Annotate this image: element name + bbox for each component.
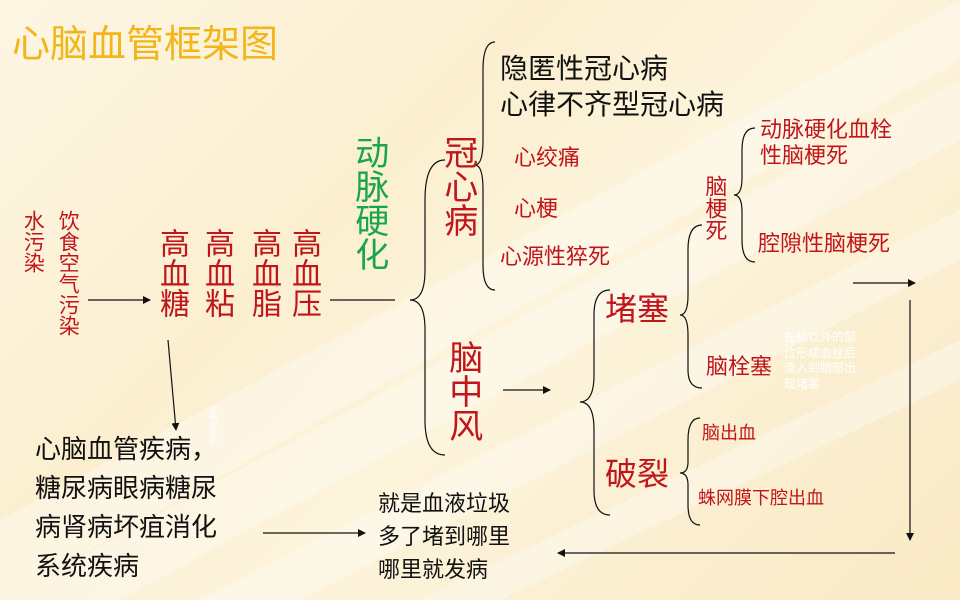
rupture-label: 破裂 (605, 455, 670, 493)
hidden-note: 血糖病眼病 (208, 405, 218, 445)
infarction-label: 脑梗死 (701, 175, 727, 241)
bracket-coronary (474, 41, 496, 291)
conclusion-line-2: 多了堵到哪里 (378, 525, 511, 550)
bracket-infarction (733, 127, 756, 263)
rupture-type-1: 脑出血 (702, 423, 756, 444)
coronary-type-2: 心律不齐型冠心病 (500, 88, 725, 121)
slide-title: 心脑血管框架图 (12, 22, 279, 66)
rupture-type-2: 蛛网膜下腔出血 (698, 488, 824, 509)
coronary-type-4: 心梗 (514, 197, 559, 222)
disease-line-2: 糖尿病眼病糖尿 (35, 474, 218, 504)
conclusion-line-1: 就是血液垃圾 (378, 492, 511, 517)
blockage-label: 堵塞 (605, 290, 670, 328)
conclusion-line-3: 哪里就发病 (378, 558, 489, 583)
bracket-blockage (679, 224, 703, 389)
infarction-type-1: 动脉硬化血栓性脑梗死 (760, 118, 900, 171)
disease-line-1: 心脑血管疾病， (35, 435, 218, 465)
risk-factor-4: 高血糖 (154, 228, 189, 318)
disease-line-4: 系统疾病 (35, 552, 140, 582)
bracket-rupture (679, 417, 701, 526)
coronary-type-3: 心绞痛 (514, 146, 581, 171)
causes-line1: 饮食空气污染 (56, 210, 81, 336)
disease-line-3: 病肾病坏疽消化 (35, 513, 218, 543)
risk-factor-3: 高血粘 (199, 228, 234, 318)
coronary-type-1: 隐匿性冠心病 (500, 52, 669, 85)
infarction-type-1-text: 动脉硬化血栓性脑梗死 (760, 118, 893, 170)
risk-factor-2: 高血脂 (246, 228, 281, 318)
infarction-type-2: 腔隙性脑梗死 (758, 232, 891, 257)
artery-label: 动脉硬化 (348, 135, 389, 271)
coronary-label: 冠心病 (437, 135, 478, 237)
risk-factor-1: 高血压 (286, 228, 321, 318)
bracket-artery (409, 159, 446, 456)
causes-line2: 水污染 (21, 210, 46, 273)
stroke-label: 脑中风 (442, 340, 483, 442)
embolism-note: 在脑以外的部位形成血栓后流入到脑部出现堵塞 (784, 330, 857, 391)
embolism-label: 脑栓塞 (706, 355, 773, 380)
arrow-risk-down (167, 339, 180, 431)
coronary-type-5: 心源性猝死 (500, 245, 611, 270)
bracket-stroke (579, 289, 611, 516)
